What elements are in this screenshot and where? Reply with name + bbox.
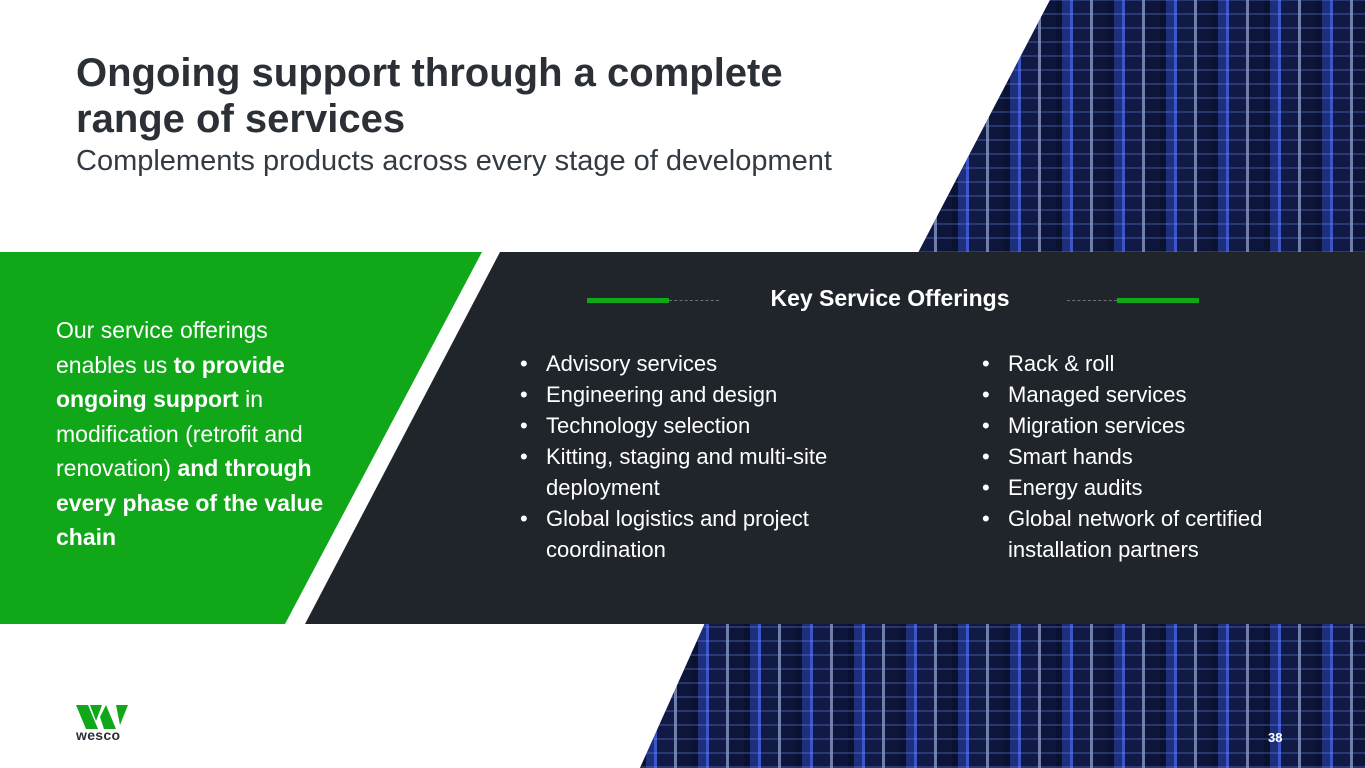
offerings-heading: Key Service Offerings [770,285,1010,311]
lead-part: in modification (retrofit and renovation… [56,386,303,481]
offering-item: Engineering and design [520,379,900,410]
offerings-list-right: Rack & rollManaged servicesMigration ser… [982,348,1322,565]
page-subtitle: Complements products across every stage … [76,145,832,177]
offering-item: Migration services [982,410,1322,441]
offering-item: Kitting, staging and multi-site deployme… [520,441,900,503]
lead-bold: to provide ongoing support [56,351,285,413]
heading-divider-right [1067,300,1117,301]
heading-accent-left [587,298,669,303]
offering-item: Global logistics and project coordinatio… [520,503,900,565]
heading-divider-left [669,300,719,301]
offering-item: Advisory services [520,348,900,379]
offering-item: Global network of certified installation… [982,503,1322,565]
offering-item: Technology selection [520,410,900,441]
wesco-w-icon [76,705,128,729]
offering-item: Smart hands [982,441,1322,472]
lead-part: Our service offerings enables us [56,317,268,378]
server-rack-image-bottom [640,623,1365,768]
offering-item: Energy audits [982,472,1322,503]
offering-item: Managed services [982,379,1322,410]
logo-text: wesco [76,727,121,743]
page-title: Ongoing support through a complete range… [76,51,783,141]
offerings-list-left: Advisory servicesEngineering and designT… [520,348,900,565]
offering-item: Rack & roll [982,348,1322,379]
server-rack-image-top [918,0,1365,253]
lead-bold: and through every phase of the value cha… [56,455,324,550]
lead-text: Our service offerings enables us to prov… [56,313,336,555]
wesco-logo: wesco [76,705,128,743]
page-number: 38 [1268,730,1283,745]
heading-accent-right [1117,298,1199,303]
